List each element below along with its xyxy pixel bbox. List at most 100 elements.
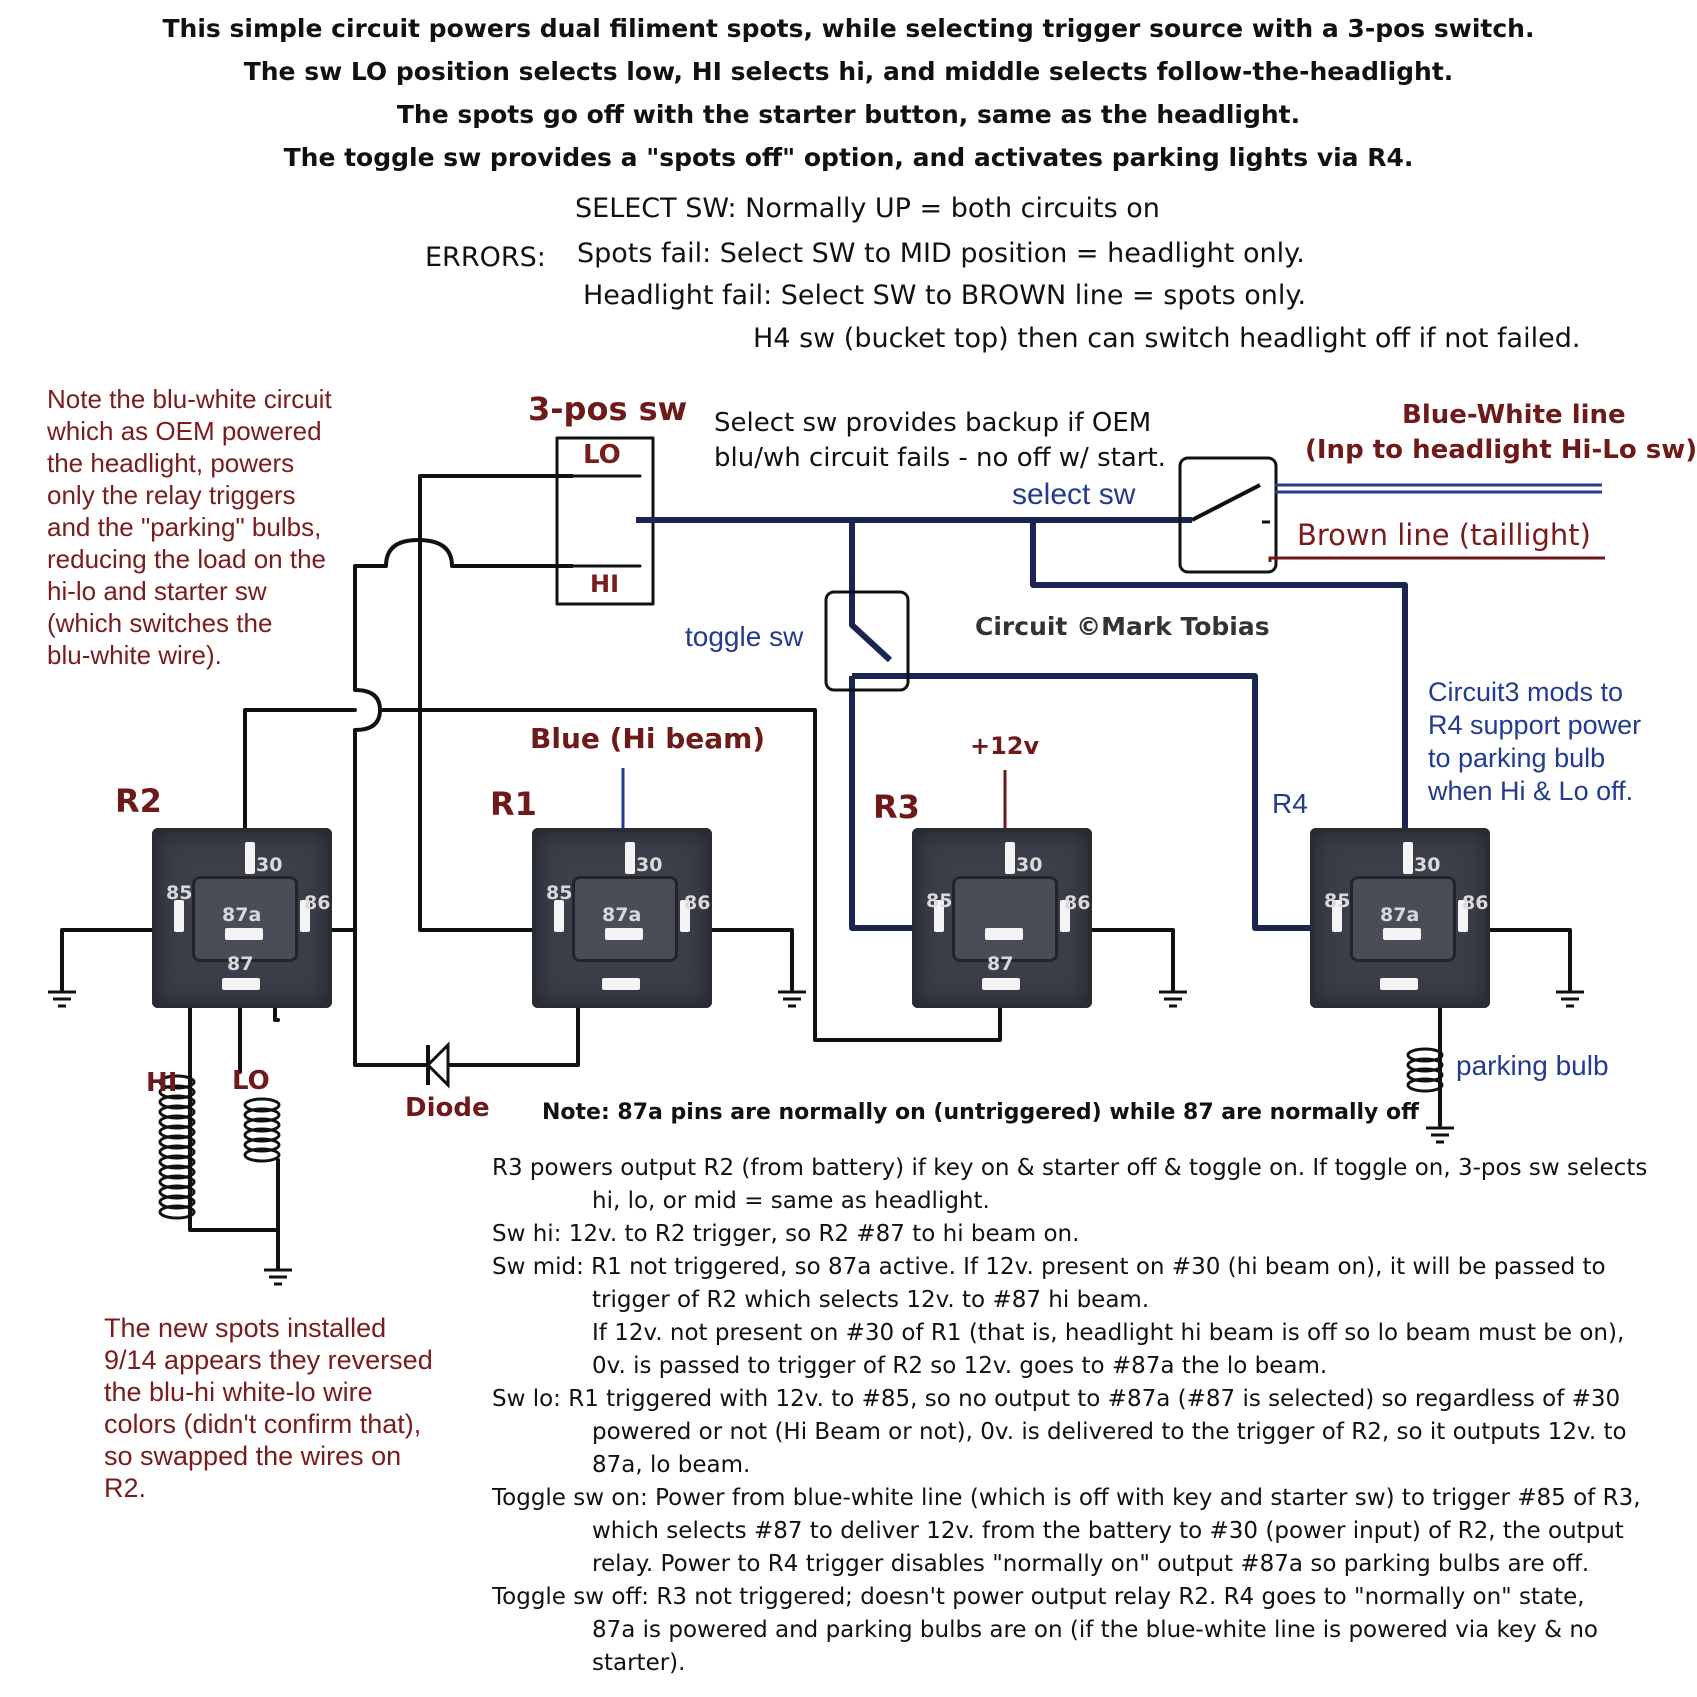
- left-note-line: blu-white wire).: [47, 640, 222, 670]
- bottom-left-note-line: so swapped the wires on: [104, 1441, 402, 1471]
- relay-r2: 30 85 86 87a 87: [152, 828, 332, 1008]
- explanation-line: 87a is powered and parking bulbs are on …: [592, 1617, 1598, 1643]
- toggle-feed: [849, 520, 893, 663]
- relay-r4: 30 85 86 87a: [1310, 828, 1490, 1008]
- explanation-line: starter).: [592, 1650, 686, 1676]
- explanation-line: 87a, lo beam.: [592, 1452, 751, 1478]
- explanation-line: Sw lo: R1 triggered with 12v. to #85, so…: [492, 1386, 1621, 1412]
- pin-85: 85: [1324, 890, 1351, 912]
- pin-30: 30: [1016, 854, 1043, 876]
- left-note: Note the blu-white circuit which as OEM …: [47, 383, 332, 671]
- r2-30-wire: [243, 708, 357, 862]
- header-line-2: The sw LO position selects low, HI selec…: [243, 57, 1454, 86]
- coil-lo-label: LO: [232, 1066, 270, 1096]
- bottom-left-note: The new spots installed 9/14 appears the…: [104, 1312, 433, 1504]
- explanation-line: relay. Power to R4 trigger disables "nor…: [592, 1551, 1590, 1577]
- lo-wire: [418, 474, 574, 932]
- pin-87: 87: [227, 953, 254, 975]
- left-note-line: hi-lo and starter sw: [47, 576, 267, 606]
- explanation-line: If 12v. not present on #30 of R1 (that i…: [592, 1320, 1625, 1346]
- pin-86: 86: [304, 892, 331, 914]
- hi-wire: [188, 538, 574, 932]
- pin-85: 85: [166, 882, 193, 904]
- parking-bulb-coil: [1406, 1047, 1444, 1093]
- left-note-line: and the "parking" bulbs,: [47, 512, 322, 542]
- pin-86: 86: [1064, 892, 1091, 914]
- relay-r1-label: R1: [490, 785, 537, 823]
- bottom-left-note-line: the blu-hi white-lo wire: [104, 1377, 373, 1407]
- left-note-line: the headlight, powers: [47, 448, 295, 478]
- left-note-line: which as OEM powered: [47, 416, 322, 446]
- explanation-line: R3 powers output R2 (from battery) if ke…: [492, 1155, 1648, 1181]
- brown-line-label: Brown line (taillight): [1297, 518, 1591, 552]
- note-87: Note: 87a pins are normally on (untrigge…: [542, 1100, 1419, 1125]
- left-note-line: Note the blu-white circuit: [47, 384, 332, 414]
- left-note-line: reducing the load on the: [47, 544, 326, 574]
- blue-white-line-sub: (Inp to headlight Hi-Lo sw): [1305, 435, 1697, 465]
- explanation-line: Toggle sw off: R3 not triggered; doesn't…: [492, 1584, 1585, 1610]
- explanation-line: powered or not (Hi Beam or not), 0v. is …: [592, 1419, 1627, 1445]
- relay-r3-label: R3: [873, 788, 920, 826]
- pin-87a: 87a: [1380, 904, 1420, 926]
- pin-87a: 87a: [602, 904, 642, 926]
- plus12v-label: +12v: [970, 732, 1040, 760]
- pin-30: 30: [1414, 854, 1441, 876]
- diode-symbol: [425, 1041, 450, 1089]
- coil-hi-symbol: [158, 1074, 196, 1220]
- toggle-sw-label: toggle sw: [685, 621, 804, 652]
- pin-87: 87: [987, 953, 1014, 975]
- coil-hi-label: HI: [146, 1068, 178, 1098]
- errors-label: ERRORS:: [425, 242, 546, 273]
- left-note-line: only the relay triggers: [47, 480, 296, 510]
- header-line-3: The spots go off with the starter button…: [396, 100, 1301, 129]
- blue-hi-beam-label: Blue (Hi beam): [530, 722, 766, 755]
- r3-85-line: [849, 676, 940, 931]
- select-provides-2: blu/wh circuit fails - no off w/ start.: [714, 443, 1166, 473]
- copyright-label: Circuit ©Mark Tobias: [975, 612, 1270, 641]
- explanation-line: trigger of R2 which selects 12v. to #87 …: [592, 1287, 1150, 1313]
- bottom-left-note-line: colors (didn't confirm that),: [104, 1409, 422, 1439]
- r4-30-line: [1030, 520, 1408, 860]
- explanation-line: Sw hi: 12v. to R2 trigger, so R2 #87 to …: [492, 1221, 1080, 1247]
- parking-bulb-label: parking bulb: [1456, 1050, 1609, 1081]
- diode-left-wire: [353, 928, 434, 1067]
- pin-30: 30: [636, 854, 663, 876]
- ground-symbols: [48, 990, 1584, 1286]
- three-pos-sw-label: 3-pos sw: [528, 390, 688, 428]
- left-note-line: (which switches the: [47, 608, 273, 638]
- header-line-1: This simple circuit powers dual filiment…: [162, 14, 1535, 43]
- explanation-line: Sw mid: R1 not triggered, so 87a active.…: [492, 1254, 1606, 1280]
- error-2: Headlight fail: Select SW to BROWN line …: [583, 280, 1307, 311]
- explanation-line: hi, lo, or mid = same as headlight.: [592, 1188, 990, 1214]
- explanation-line: which selects #87 to deliver 12v. from t…: [592, 1518, 1624, 1544]
- relay-r2-label: R2: [115, 782, 162, 820]
- select-switch-box: [1178, 456, 1278, 574]
- circuit3-line: when Hi & Lo off.: [1428, 776, 1634, 806]
- select-sw-note: SELECT SW: Normally UP = both circuits o…: [575, 193, 1160, 224]
- explanation-line: Toggle sw on: Power from blue-white line…: [492, 1485, 1641, 1511]
- r3-87-to-r2: [378, 708, 1002, 1042]
- relay-r3: 30 85 86 87: [912, 828, 1092, 1008]
- coil-lo-symbol: [243, 1097, 281, 1163]
- pin-30: 30: [256, 854, 283, 876]
- explanation-line: 0v. is passed to trigger of R2 so 12v. g…: [592, 1353, 1328, 1379]
- header-line-4: The toggle sw provides a "spots off" opt…: [283, 143, 1414, 172]
- circuit3-note: Circuit3 mods to R4 support power to par…: [1428, 676, 1641, 808]
- lo-label: LO: [583, 440, 621, 470]
- r4-85-line: [852, 673, 1325, 931]
- error-1: Spots fail: Select SW to MID position = …: [577, 238, 1305, 269]
- bottom-left-note-line: 9/14 appears they reversed: [104, 1345, 433, 1375]
- relay-r1: 30 85 86 87a: [532, 828, 712, 1008]
- pin-87a: 87a: [222, 904, 262, 926]
- bottom-left-note-line: R2.: [104, 1473, 147, 1503]
- diode-label: Diode: [405, 1093, 490, 1123]
- select-sw-label: select sw: [1012, 478, 1136, 511]
- pin-85: 85: [926, 890, 953, 912]
- explanation-block: R3 powers output R2 (from battery) if ke…: [492, 1152, 1647, 1680]
- blue-white-line-label: Blue-White line: [1402, 400, 1626, 430]
- circuit3-line: to parking bulb: [1428, 743, 1606, 773]
- select-provides-1: Select sw provides backup if OEM: [714, 408, 1152, 438]
- pin-86: 86: [684, 892, 711, 914]
